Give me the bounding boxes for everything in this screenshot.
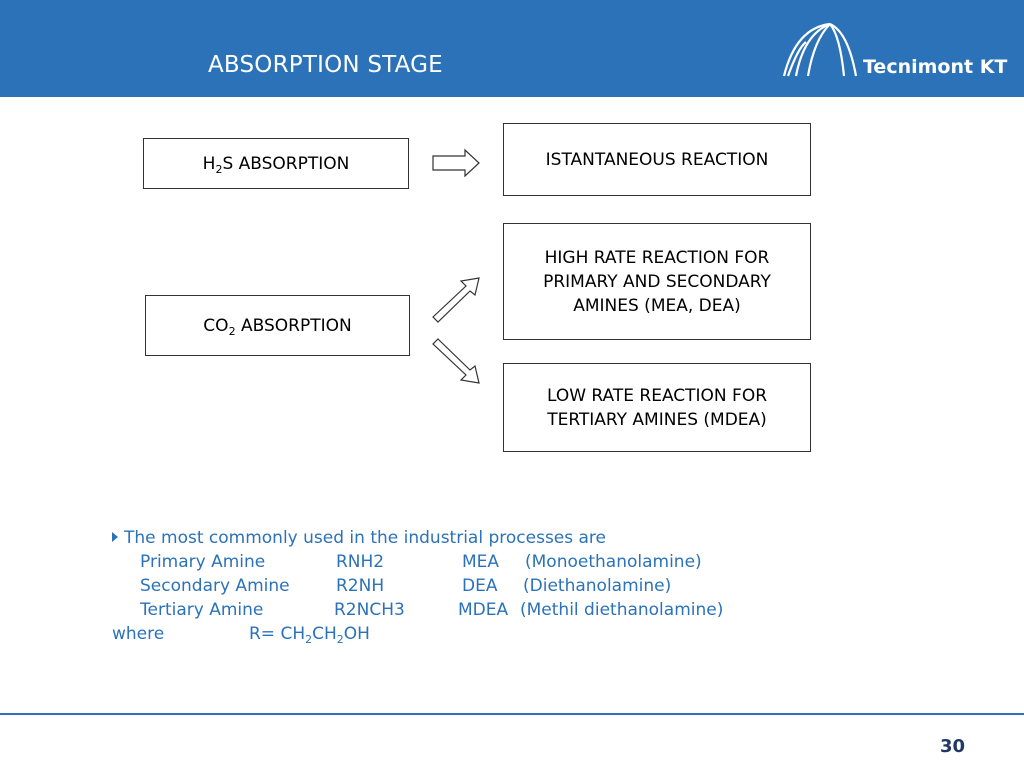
slide-title: ABSORPTION STAGE [208, 52, 443, 78]
logo-arcs-icon [782, 22, 858, 77]
h2s-absorption-box: H2S ABSORPTION [143, 138, 409, 189]
right-arrow-icon [432, 148, 480, 178]
down-right-arrow-icon [432, 338, 480, 384]
up-right-arrow-icon [432, 277, 480, 323]
r-definition-row: where R= CH2CH2OH [112, 624, 370, 646]
low-rate-reaction-box: LOW RATE REACTION FOR TERTIARY AMINES (M… [503, 363, 811, 452]
r-formula: R= CH2CH2OH [249, 624, 370, 646]
high-rate-reaction-box: HIGH RATE REACTION FOR PRIMARY AND SECON… [503, 223, 811, 340]
amine-row-tertiary: Tertiary Amine R2NCH3 MDEA (Methil dieth… [140, 600, 724, 620]
header-bar: ABSORPTION STAGE Tecnimont KT [0, 0, 1024, 97]
page-number: 30 [940, 736, 966, 757]
amines-bullet-block: The most commonly used in the industrial… [112, 526, 724, 646]
company-logo: Tecnimont KT [778, 18, 1018, 82]
instantaneous-reaction-box: ISTANTANEOUS REACTION [503, 123, 811, 196]
footer-divider [0, 713, 1024, 715]
amine-row-primary: Primary Amine RNH2 MEA (Monoethanolamine… [140, 552, 702, 572]
co2-label: CO2 ABSORPTION [203, 315, 352, 338]
co2-absorption-box: CO2 ABSORPTION [145, 295, 410, 356]
bullet-intro: The most commonly used in the industrial… [112, 526, 606, 550]
bullet-triangle-icon [112, 532, 118, 542]
amine-row-secondary: Secondary Amine R2NH DEA (Diethanolamine… [140, 576, 672, 596]
h2s-label: H2S ABSORPTION [202, 153, 350, 176]
logo-text: Tecnimont KT [863, 56, 1008, 78]
